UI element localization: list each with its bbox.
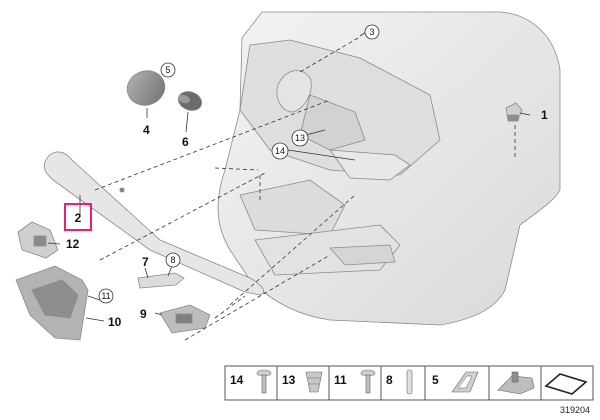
callout-6: 6 [182,135,189,149]
callout-5: 5 [160,62,176,78]
callout-2-highlighted: 2 [64,203,92,231]
round-cover-part-5 [126,70,166,106]
callout-1: 1 [541,108,548,122]
callout-3: 3 [364,24,380,40]
svg-text:13: 13 [282,373,296,387]
callout-13: 13 [291,129,309,147]
switch-carrier-part-12 [17,221,59,259]
legend-item-mat-icon [544,373,588,395]
handle-cover-part-7 [137,272,185,289]
svg-text:8: 8 [170,255,175,265]
svg-text:14: 14 [275,146,285,156]
legend-strip: 14 13 11 8 5 [224,365,594,401]
svg-text:5: 5 [165,65,170,75]
leader-lines [47,31,531,341]
svg-text:5: 5 [432,373,439,387]
svg-text:7: 7 [142,255,149,269]
small-cover-part-6 [177,91,203,111]
legend-item-14: 14 [230,369,272,394]
pocket-insert-part-10 [15,265,89,341]
legend-item-5: 5 [432,371,479,393]
callout-14: 14 [271,142,289,160]
svg-text:13: 13 [295,133,305,143]
clip-part-1 [505,102,523,122]
callout-9: 9 [140,307,147,321]
svg-text:8: 8 [386,373,393,387]
callout-10: 10 [108,315,122,329]
legend-item-8: 8 [386,369,413,395]
callout-4: 4 [143,123,150,137]
callout-7: 7 [142,255,149,269]
legend-item-clip-icon [497,371,535,395]
svg-text:2: 2 [75,211,82,225]
callout-12: 12 [66,237,80,251]
door-trim-panel [217,11,561,326]
legend-item-13: 13 [282,371,323,393]
legend-item-11: 11 [334,369,376,394]
trim-strip-part-2 [43,151,264,296]
reference-number: 319204 [560,405,590,415]
svg-text:11: 11 [101,291,110,301]
switch-part-9 [159,304,211,334]
callout-11: 11 [98,288,114,304]
svg-text:14: 14 [230,373,244,387]
svg-text:3: 3 [369,27,374,37]
svg-text:11: 11 [334,373,347,387]
callout-8: 8 [165,252,181,268]
